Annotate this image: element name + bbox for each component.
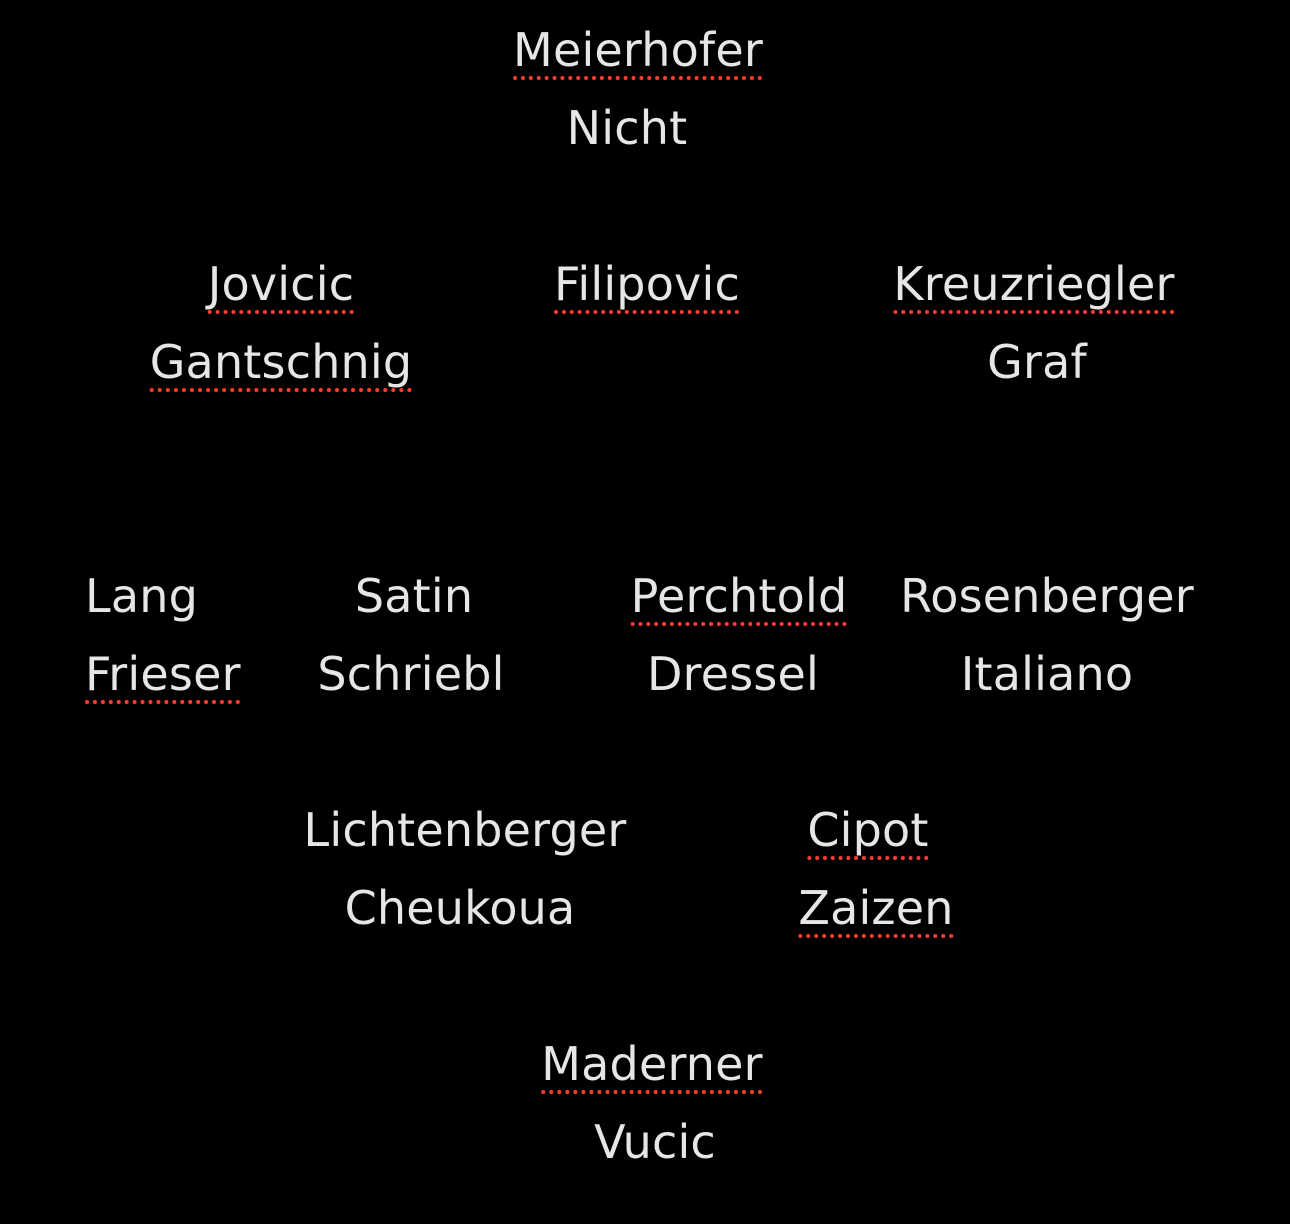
name-maderner: Maderner — [541, 1037, 763, 1091]
name-graf: Graf — [987, 335, 1087, 389]
name-gantschnig: Gantschnig — [149, 335, 413, 389]
name-filipovic: Filipovic — [554, 257, 740, 311]
name-vucic: Vucic — [594, 1115, 716, 1169]
name-zaizen: Zaizen — [798, 881, 954, 935]
name-dressel: Dressel — [646, 647, 820, 701]
name-lang: Lang — [85, 569, 198, 623]
name-nicht: Nicht — [566, 101, 688, 155]
name-schriebl: Schriebl — [317, 647, 505, 701]
name-cheukoua: Cheukoua — [344, 881, 576, 935]
name-kreuzriegler: Kreuzriegler — [893, 257, 1175, 311]
name-perchtold: Perchtold — [630, 569, 848, 623]
name-meierhofer: Meierhofer — [513, 23, 763, 77]
name-frieser: Frieser — [85, 647, 241, 701]
name-rosenberger: Rosenberger — [900, 569, 1194, 623]
name-cipot: Cipot — [807, 803, 929, 857]
name-jovicic: Jovicic — [207, 257, 355, 311]
name-satin: Satin — [354, 569, 474, 623]
name-lichtenberger: Lichtenberger — [303, 803, 627, 857]
name-italiano: Italiano — [960, 647, 1134, 701]
